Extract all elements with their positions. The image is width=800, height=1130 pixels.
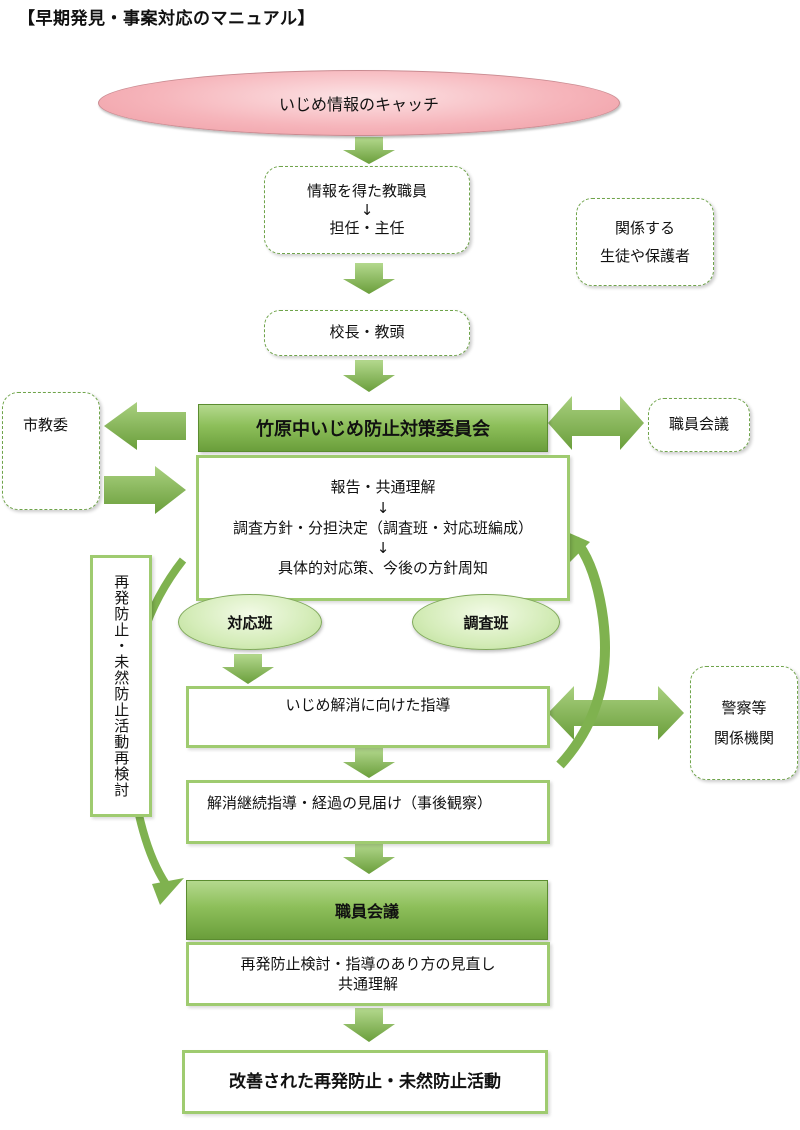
review-line2: 共通理解 bbox=[337, 975, 398, 993]
related-students-box: 関係する 生徒や保護者 bbox=[576, 198, 714, 286]
staff-meeting-bar-label: 職員会議 bbox=[334, 902, 399, 921]
bullying-info-catch-oval: いじめ情報のキャッチ bbox=[98, 70, 620, 136]
response-team-label: 対応班 bbox=[227, 613, 273, 632]
process-box: 報告・共通理解 ↓ 調査方針・分担決定（調査班・対応班編成） ↓ 具体的対応策、… bbox=[196, 455, 570, 601]
page-title: 【早期発見・事案対応のマニュアル】 bbox=[18, 9, 315, 29]
city-board-box: 市教委 bbox=[2, 392, 100, 510]
guidance-box: いじめ解消に向けた指導 bbox=[186, 686, 550, 748]
city-board-label: 市教委 bbox=[23, 416, 69, 434]
committee-bar: 竹原中いじめ防止対策委員会 bbox=[198, 404, 548, 452]
final-box: 改善された再発防止・未然防止活動 bbox=[182, 1050, 548, 1114]
process-line1: 報告・共通理解 bbox=[330, 478, 436, 497]
down-arrow-4 bbox=[222, 654, 274, 684]
review-line1: 再発防止検討・指導のあり方の見直し bbox=[240, 954, 496, 973]
arrow-to-city-board bbox=[104, 402, 186, 450]
staff-meeting-bar: 職員会議 bbox=[186, 880, 548, 940]
police-box: 警察等 関係機関 bbox=[690, 666, 798, 780]
down-arrow-2 bbox=[343, 263, 395, 294]
down-arrow-7 bbox=[343, 1008, 395, 1042]
down-arrow-1 bbox=[343, 137, 395, 164]
teacher-line1: 情報を得た教職員 bbox=[306, 181, 427, 200]
teacher-arrow: ↓ bbox=[360, 200, 374, 219]
committee-label: 竹原中いじめ防止対策委員会 bbox=[256, 419, 490, 440]
related-line1: 関係する bbox=[614, 218, 675, 237]
response-team-oval: 対応班 bbox=[178, 594, 322, 650]
investigation-team-oval: 調査班 bbox=[412, 594, 560, 650]
teacher-box: 情報を得た教職員 ↓ 担任・主任 bbox=[264, 166, 470, 254]
process-line2: 調査方針・分担決定（調査班・対応班編成） bbox=[232, 518, 533, 537]
principal-box: 校長・教頭 bbox=[264, 310, 470, 356]
double-arrow-police bbox=[548, 686, 684, 740]
followup-box: 解消継続指導・経過の見届け（事後観察） bbox=[186, 780, 550, 844]
down-arrow-5 bbox=[343, 748, 395, 778]
final-label: 改善された再発防止・未然防止活動 bbox=[229, 1071, 501, 1092]
process-line3: 具体的対応策、今後の方針周知 bbox=[277, 559, 488, 578]
staff-meeting-side-box: 職員会議 bbox=[648, 398, 750, 452]
arrow-from-city-board bbox=[104, 466, 186, 514]
police-line1: 警察等 bbox=[721, 699, 767, 717]
process-arrow1: ↓ bbox=[376, 498, 390, 517]
double-arrow-staff-meeting bbox=[548, 396, 644, 450]
bullying-info-catch-label: いじめ情報のキャッチ bbox=[278, 95, 439, 114]
process-arrow2: ↓ bbox=[376, 539, 390, 558]
recheck-vertical-box: 再発防止・未然防止活動再検討 bbox=[90, 555, 152, 817]
investigation-team-label: 調査班 bbox=[463, 613, 509, 632]
teacher-line2: 担任・主任 bbox=[329, 218, 405, 237]
down-arrow-3 bbox=[343, 360, 395, 392]
recheck-vertical-label: 再発防止・未然防止活動再検討 bbox=[112, 574, 131, 798]
police-line2: 関係機関 bbox=[713, 729, 774, 747]
down-arrow-6 bbox=[343, 843, 395, 874]
related-line2: 生徒や保護者 bbox=[599, 247, 690, 265]
principal-label: 校長・教頭 bbox=[329, 323, 405, 342]
guidance-label: いじめ解消に向けた指導 bbox=[285, 696, 451, 714]
staff-meeting-side-label: 職員会議 bbox=[668, 415, 729, 434]
curved-arrow-right bbox=[556, 536, 610, 769]
review-box: 再発防止検討・指導のあり方の見直し 共通理解 bbox=[186, 942, 550, 1006]
followup-label: 解消継続指導・経過の見届け（事後観察） bbox=[207, 794, 493, 812]
